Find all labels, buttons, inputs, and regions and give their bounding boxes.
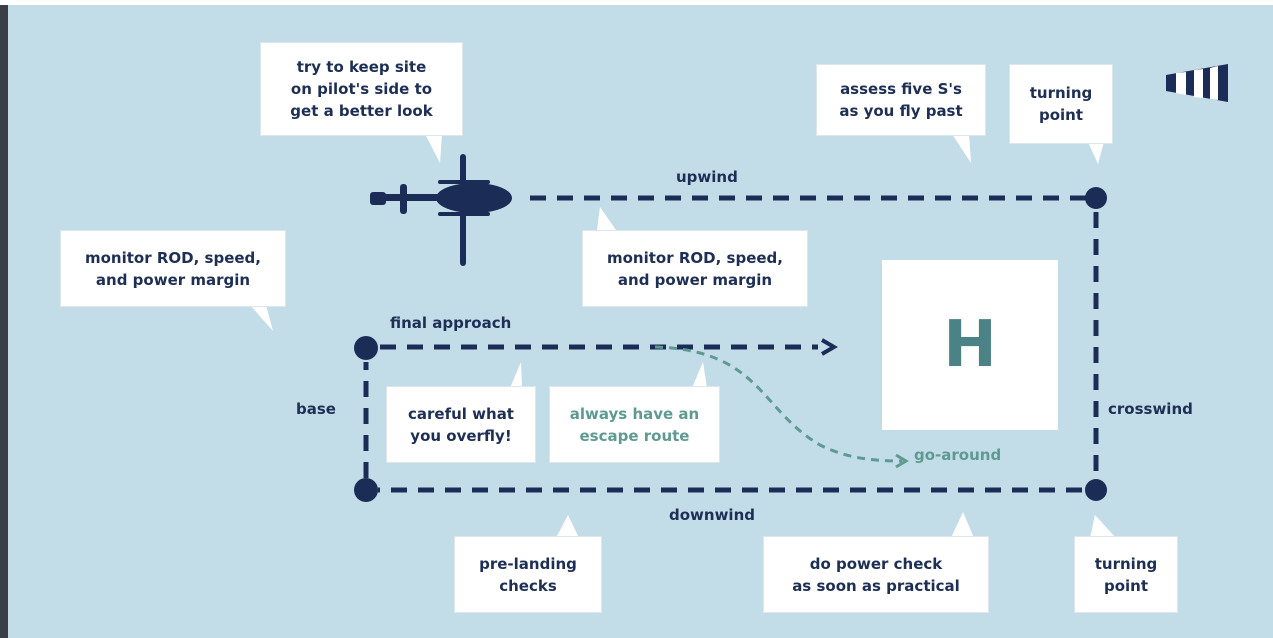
label-base: base	[296, 400, 336, 418]
callout-tail-assess	[952, 134, 971, 163]
callout-monitor-left: monitor ROD, speed, and power margin	[60, 230, 286, 307]
callout-tail-monitor-left	[250, 305, 273, 331]
final-turn-marker	[354, 336, 378, 360]
callout-tail-prelanding	[556, 515, 579, 538]
callout-power-check: do power check as soon as practical	[763, 536, 989, 613]
callout-pre-landing-checks: pre-landing checks	[454, 536, 602, 613]
turning-point-marker-top	[1085, 187, 1107, 209]
helicopter-icon	[370, 154, 512, 266]
label-downwind: downwind	[669, 506, 755, 524]
label-final-approach: final approach	[390, 314, 512, 332]
final-approach-arrowhead	[820, 338, 838, 356]
callout-tail-turning-bottom	[1090, 515, 1116, 538]
callout-assess-five-s: assess five S's as you fly past	[816, 64, 986, 136]
base-turn-marker	[354, 478, 378, 502]
go-around-arrowhead	[895, 453, 909, 469]
helipad: H	[882, 260, 1058, 430]
callout-tail-turning-top	[1088, 142, 1104, 164]
callout-tail-monitor-center	[597, 207, 616, 230]
label-upwind: upwind	[676, 168, 738, 186]
callout-monitor-center: monitor ROD, speed, and power margin	[582, 230, 808, 307]
callout-tail-keep-site	[425, 134, 442, 163]
callout-careful-overfly: careful what you overfly!	[386, 386, 536, 463]
windsock-icon	[1166, 64, 1228, 102]
callout-keep-site-on-pilot-side: try to keep site on pilot's side to get …	[260, 42, 463, 136]
helipad-letter: H	[943, 308, 997, 382]
callout-escape-route: always have an escape route	[549, 386, 720, 463]
label-crosswind: crosswind	[1108, 400, 1193, 418]
go-around-path	[654, 345, 903, 463]
label-go-around: go-around	[914, 446, 1002, 464]
callout-tail-careful	[510, 362, 522, 388]
callout-turning-point-bottom: turning point	[1074, 536, 1178, 613]
callout-tail-power-check	[951, 512, 974, 538]
turning-point-marker-bottom	[1085, 479, 1107, 501]
callout-tail-escape	[692, 362, 707, 388]
callout-turning-point-top: turning point	[1009, 64, 1113, 144]
